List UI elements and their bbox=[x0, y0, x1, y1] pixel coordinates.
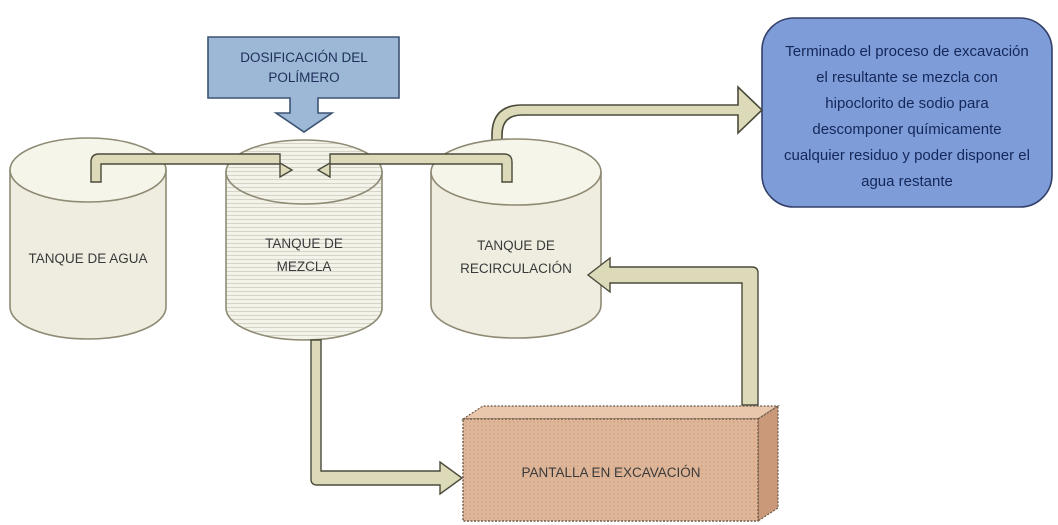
recirculation-tank: TANQUE DE RECIRCULACIÓN bbox=[430, 138, 602, 339]
recirculation-tank-label-line-2: RECIRCULACIÓN bbox=[460, 261, 572, 276]
dosing-label-line-1: DOSIFICACIÓN DEL bbox=[240, 50, 368, 65]
note-line-2: el resultante se mezcla con bbox=[816, 69, 998, 86]
treatment-note: Terminado el proceso de excavación el re… bbox=[761, 17, 1053, 208]
recirculation-tank-label-line-1: TANQUE DE bbox=[477, 238, 555, 253]
pipe-water-to-mix bbox=[90, 153, 294, 183]
pipe-screen-to-recirculation bbox=[586, 256, 759, 406]
note-line-3: hipoclorito de sodio para bbox=[825, 95, 989, 112]
arrow-to-note bbox=[491, 85, 764, 161]
pipe-mix-to-screen bbox=[310, 339, 464, 496]
mix-tank: TANQUE DE MEZCLA bbox=[225, 139, 383, 341]
dosing-label-line-2: POLÍMERO bbox=[268, 70, 339, 85]
note-line-4: descomponer químicamente bbox=[812, 121, 1001, 138]
excavation-screen: PANTALLA EN EXCAVACIÓN bbox=[460, 404, 781, 523]
note-line-1: Terminado el proceso de excavación bbox=[785, 43, 1028, 60]
polymer-dosing: DOSIFICACIÓN DEL POLÍMERO bbox=[207, 36, 400, 133]
mix-tank-label-line-1: TANQUE DE bbox=[265, 236, 343, 251]
mix-tank-label-line-2: MEZCLA bbox=[277, 259, 332, 274]
note-line-5: cualquier residuo y poder disponer el bbox=[784, 147, 1030, 164]
water-tank: TANQUE DE AGUA bbox=[9, 137, 167, 340]
pipe-recirculation-to-mix bbox=[316, 153, 513, 183]
note-line-6: agua restante bbox=[861, 173, 953, 190]
water-tank-label: TANQUE DE AGUA bbox=[28, 251, 147, 266]
excavation-screen-label: PANTALLA EN EXCAVACIÓN bbox=[521, 465, 700, 480]
